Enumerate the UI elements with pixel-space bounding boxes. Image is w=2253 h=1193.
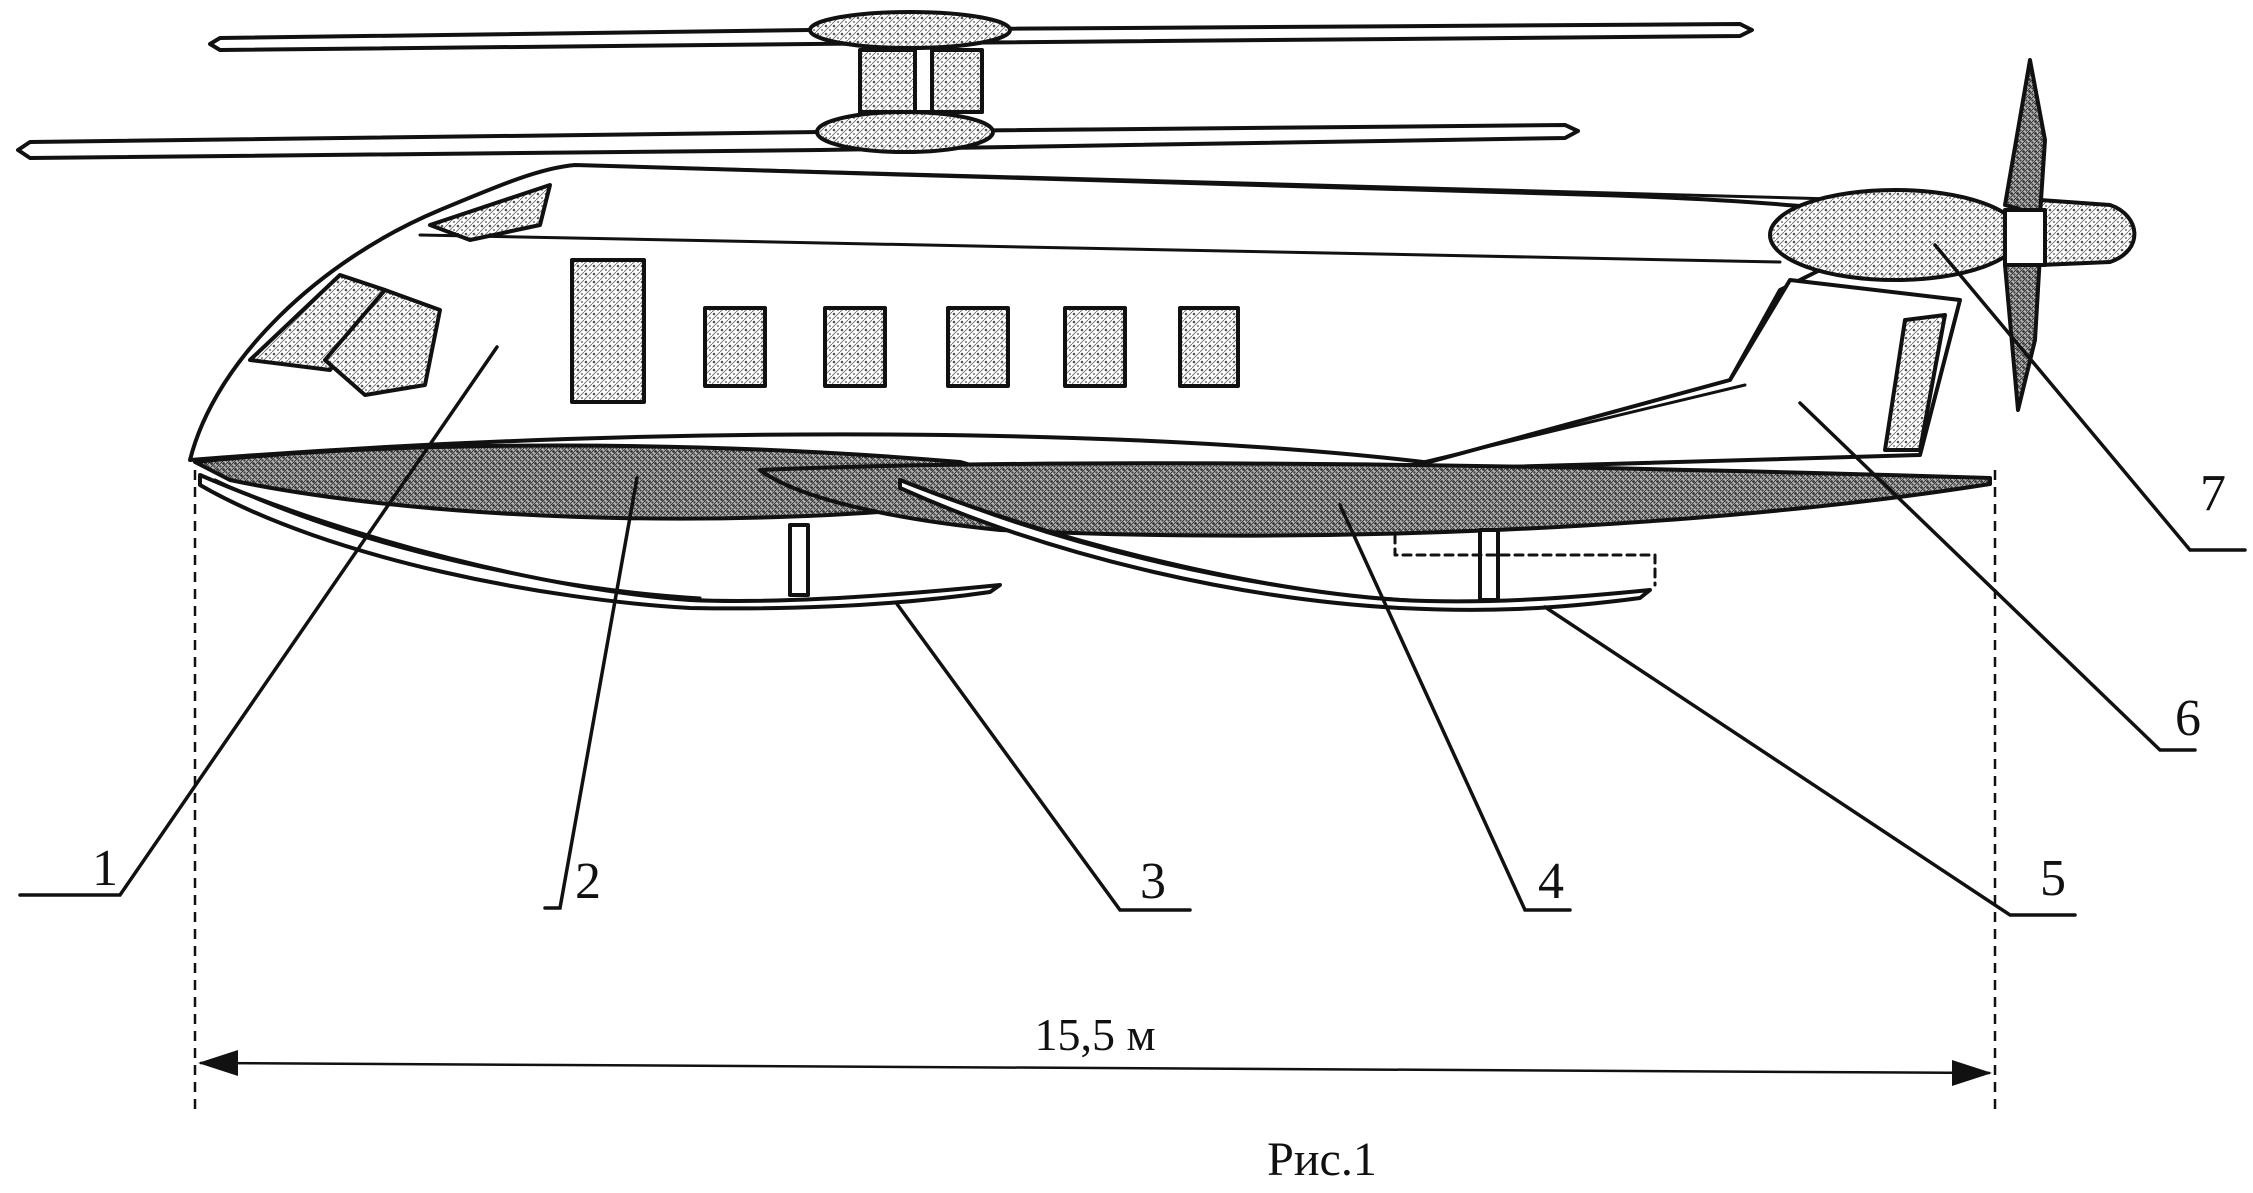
float-struts — [788, 523, 1657, 602]
pusher-propeller — [1768, 58, 2137, 412]
callout-6: 6 — [2175, 690, 2201, 747]
callout-1: 1 — [92, 840, 118, 897]
upper-rotor — [208, 10, 1754, 52]
rotor-mast — [858, 48, 984, 114]
dimension-arrow-left — [198, 1050, 238, 1076]
dimension-line: 15,5 м — [193, 470, 1997, 1115]
dimension-arrow-right — [1952, 1060, 1992, 1086]
rear-float — [898, 478, 1652, 612]
cabin-windows — [703, 306, 1240, 388]
leader-lines — [18, 243, 2247, 917]
callout-5: 5 — [2040, 850, 2066, 907]
cockpit-windows — [248, 183, 552, 397]
dimension-label: 15,5 м — [1034, 1009, 1155, 1060]
cabin-door — [570, 258, 646, 404]
rear-wing — [758, 461, 1992, 538]
figure-caption: Рис.1 — [1267, 1133, 1377, 1186]
lower-rotor — [16, 110, 1580, 160]
callout-2: 2 — [575, 853, 601, 910]
callout-3: 3 — [1140, 853, 1166, 910]
callout-4: 4 — [1538, 853, 1564, 910]
forward-float — [198, 473, 1002, 611]
callout-7: 7 — [2200, 465, 2226, 522]
callout-numbers: 1 2 3 4 5 6 7 — [92, 465, 2226, 910]
